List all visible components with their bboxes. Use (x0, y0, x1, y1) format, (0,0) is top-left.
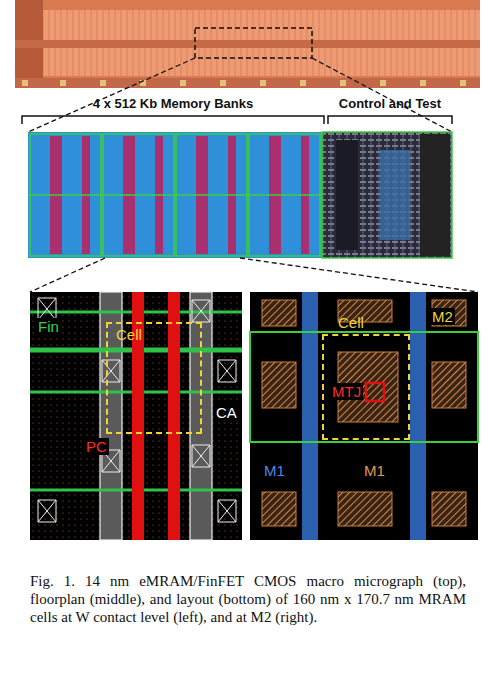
cell-label: Cell (116, 326, 142, 343)
layer-label: CA (214, 404, 239, 421)
cell-boundary: Cell (106, 322, 202, 434)
layer-label: M2 (430, 308, 455, 325)
layer-label: M1 (362, 462, 387, 479)
layer-label: Fin (36, 318, 61, 335)
section-heading: Control and Test (339, 96, 441, 111)
section-heading: 4 x 512 Kb Memory Banks (93, 96, 253, 111)
layer-label: MTJ (330, 383, 363, 400)
layer-label: M1 (262, 462, 287, 479)
layer-label: PC (84, 438, 109, 455)
cell-label: Cell (338, 314, 364, 331)
figure-caption: Fig. 1. 14 nm eMRAM/FinFET CMOS macro mi… (30, 572, 466, 626)
